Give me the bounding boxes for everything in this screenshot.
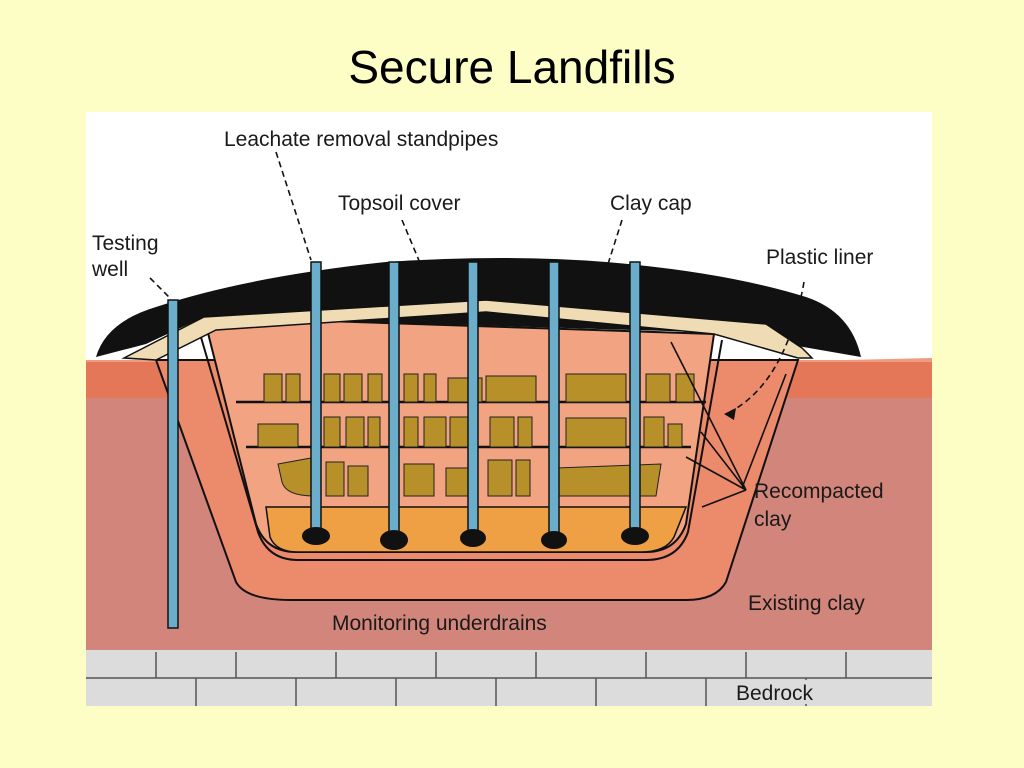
label-bedrock: Bedrock <box>736 682 814 705</box>
label-recompacted-clay-line1: Recompacted <box>754 480 884 503</box>
landfill-diagram: Leachate removal standpipes Topsoil cove… <box>86 112 932 706</box>
plastic-liner-arrowhead <box>724 408 736 420</box>
leader-lines <box>149 151 805 508</box>
label-testing-well-line1: Testing <box>92 232 159 255</box>
label-plastic-liner: Plastic liner <box>766 246 873 269</box>
slide-title: Secure Landfills <box>348 41 676 93</box>
label-testing-well-line2: well <box>91 258 128 281</box>
underdrain-heads <box>302 527 649 550</box>
label-topsoil-cover: Topsoil cover <box>338 192 461 215</box>
testing-well-pipe <box>167 299 179 629</box>
label-leachate-removal-standpipes: Leachate removal standpipes <box>224 128 498 151</box>
bedrock-label-background <box>726 680 818 704</box>
label-clay-cap: Clay cap <box>610 192 692 215</box>
waste-row-2 <box>257 416 683 448</box>
waste-row-1 <box>263 373 695 403</box>
label-existing-clay: Existing clay <box>748 592 865 615</box>
label-recompacted-clay-line2: clay <box>754 508 792 531</box>
plastic-liner <box>197 326 723 561</box>
label-monitoring-underdrains: Monitoring underdrains <box>332 612 547 635</box>
